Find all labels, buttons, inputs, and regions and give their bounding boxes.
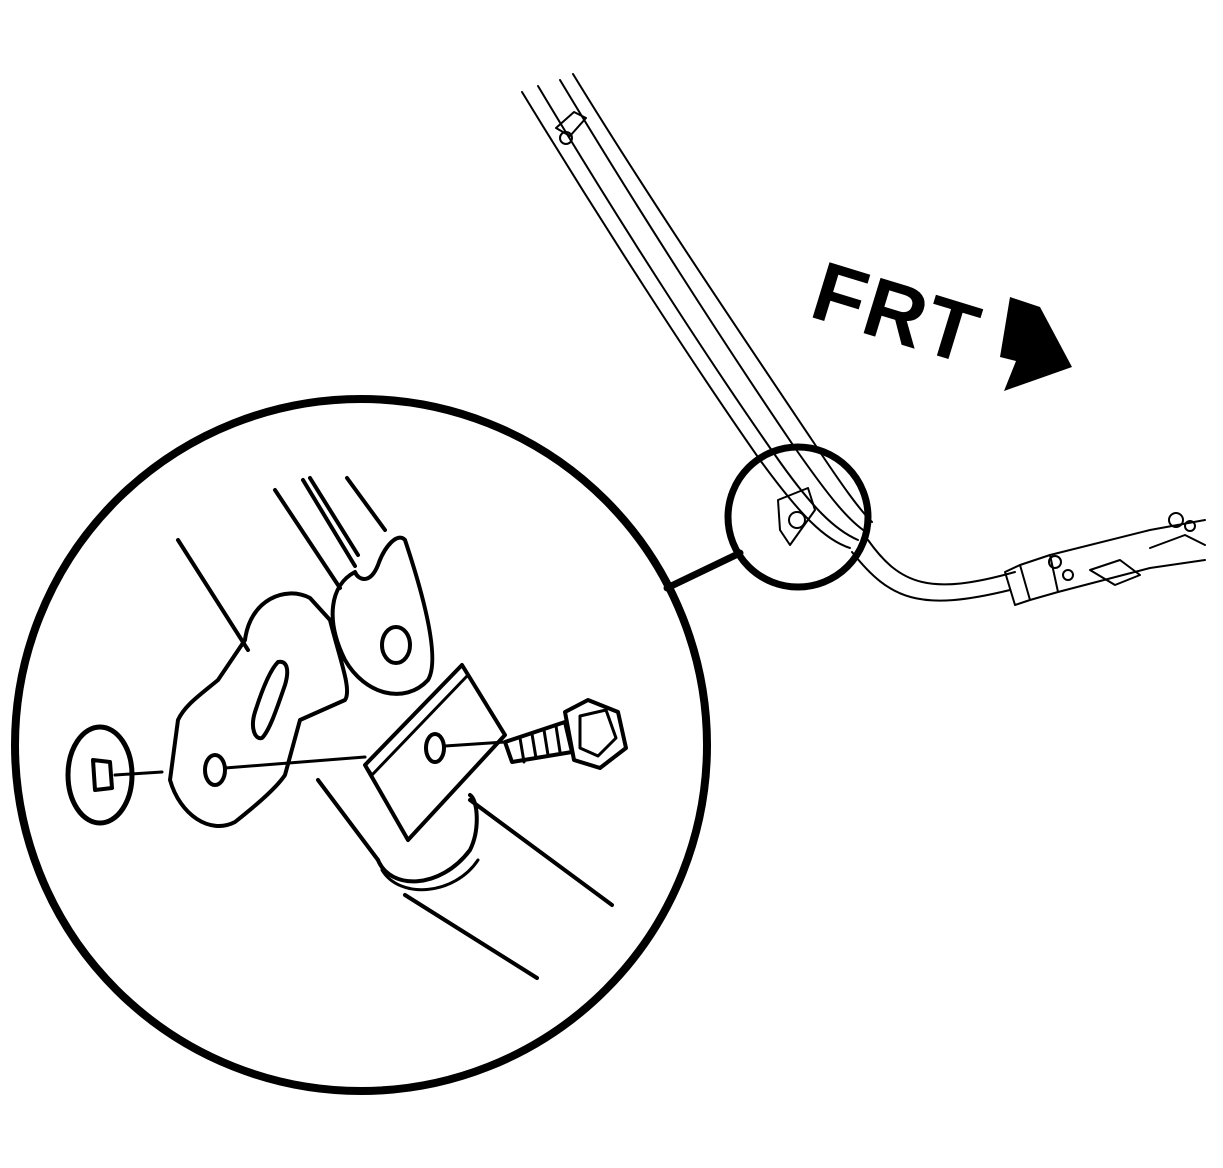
cable-grommet xyxy=(376,793,480,892)
cable-to-equalizer xyxy=(851,539,1059,606)
upper-cable-clip xyxy=(555,111,587,145)
detail-locator-circle xyxy=(724,443,872,591)
spacer-plate xyxy=(363,663,507,842)
locator-clip-detail xyxy=(777,487,816,546)
mounting-bolt xyxy=(503,698,628,770)
cable-end-tab xyxy=(330,535,435,696)
brake-cable-detail xyxy=(273,476,387,590)
frame-rail xyxy=(176,538,614,980)
equalizer-assembly xyxy=(1048,512,1206,593)
magnified-detail-circle xyxy=(11,395,711,1095)
assembly-alignment-line xyxy=(113,740,507,777)
brake-cable-overview xyxy=(521,73,1206,606)
magnified-view xyxy=(65,476,628,980)
cable-bracket xyxy=(168,591,350,828)
frt-arrow-icon xyxy=(1000,297,1072,391)
detail-leader-line xyxy=(663,549,744,592)
